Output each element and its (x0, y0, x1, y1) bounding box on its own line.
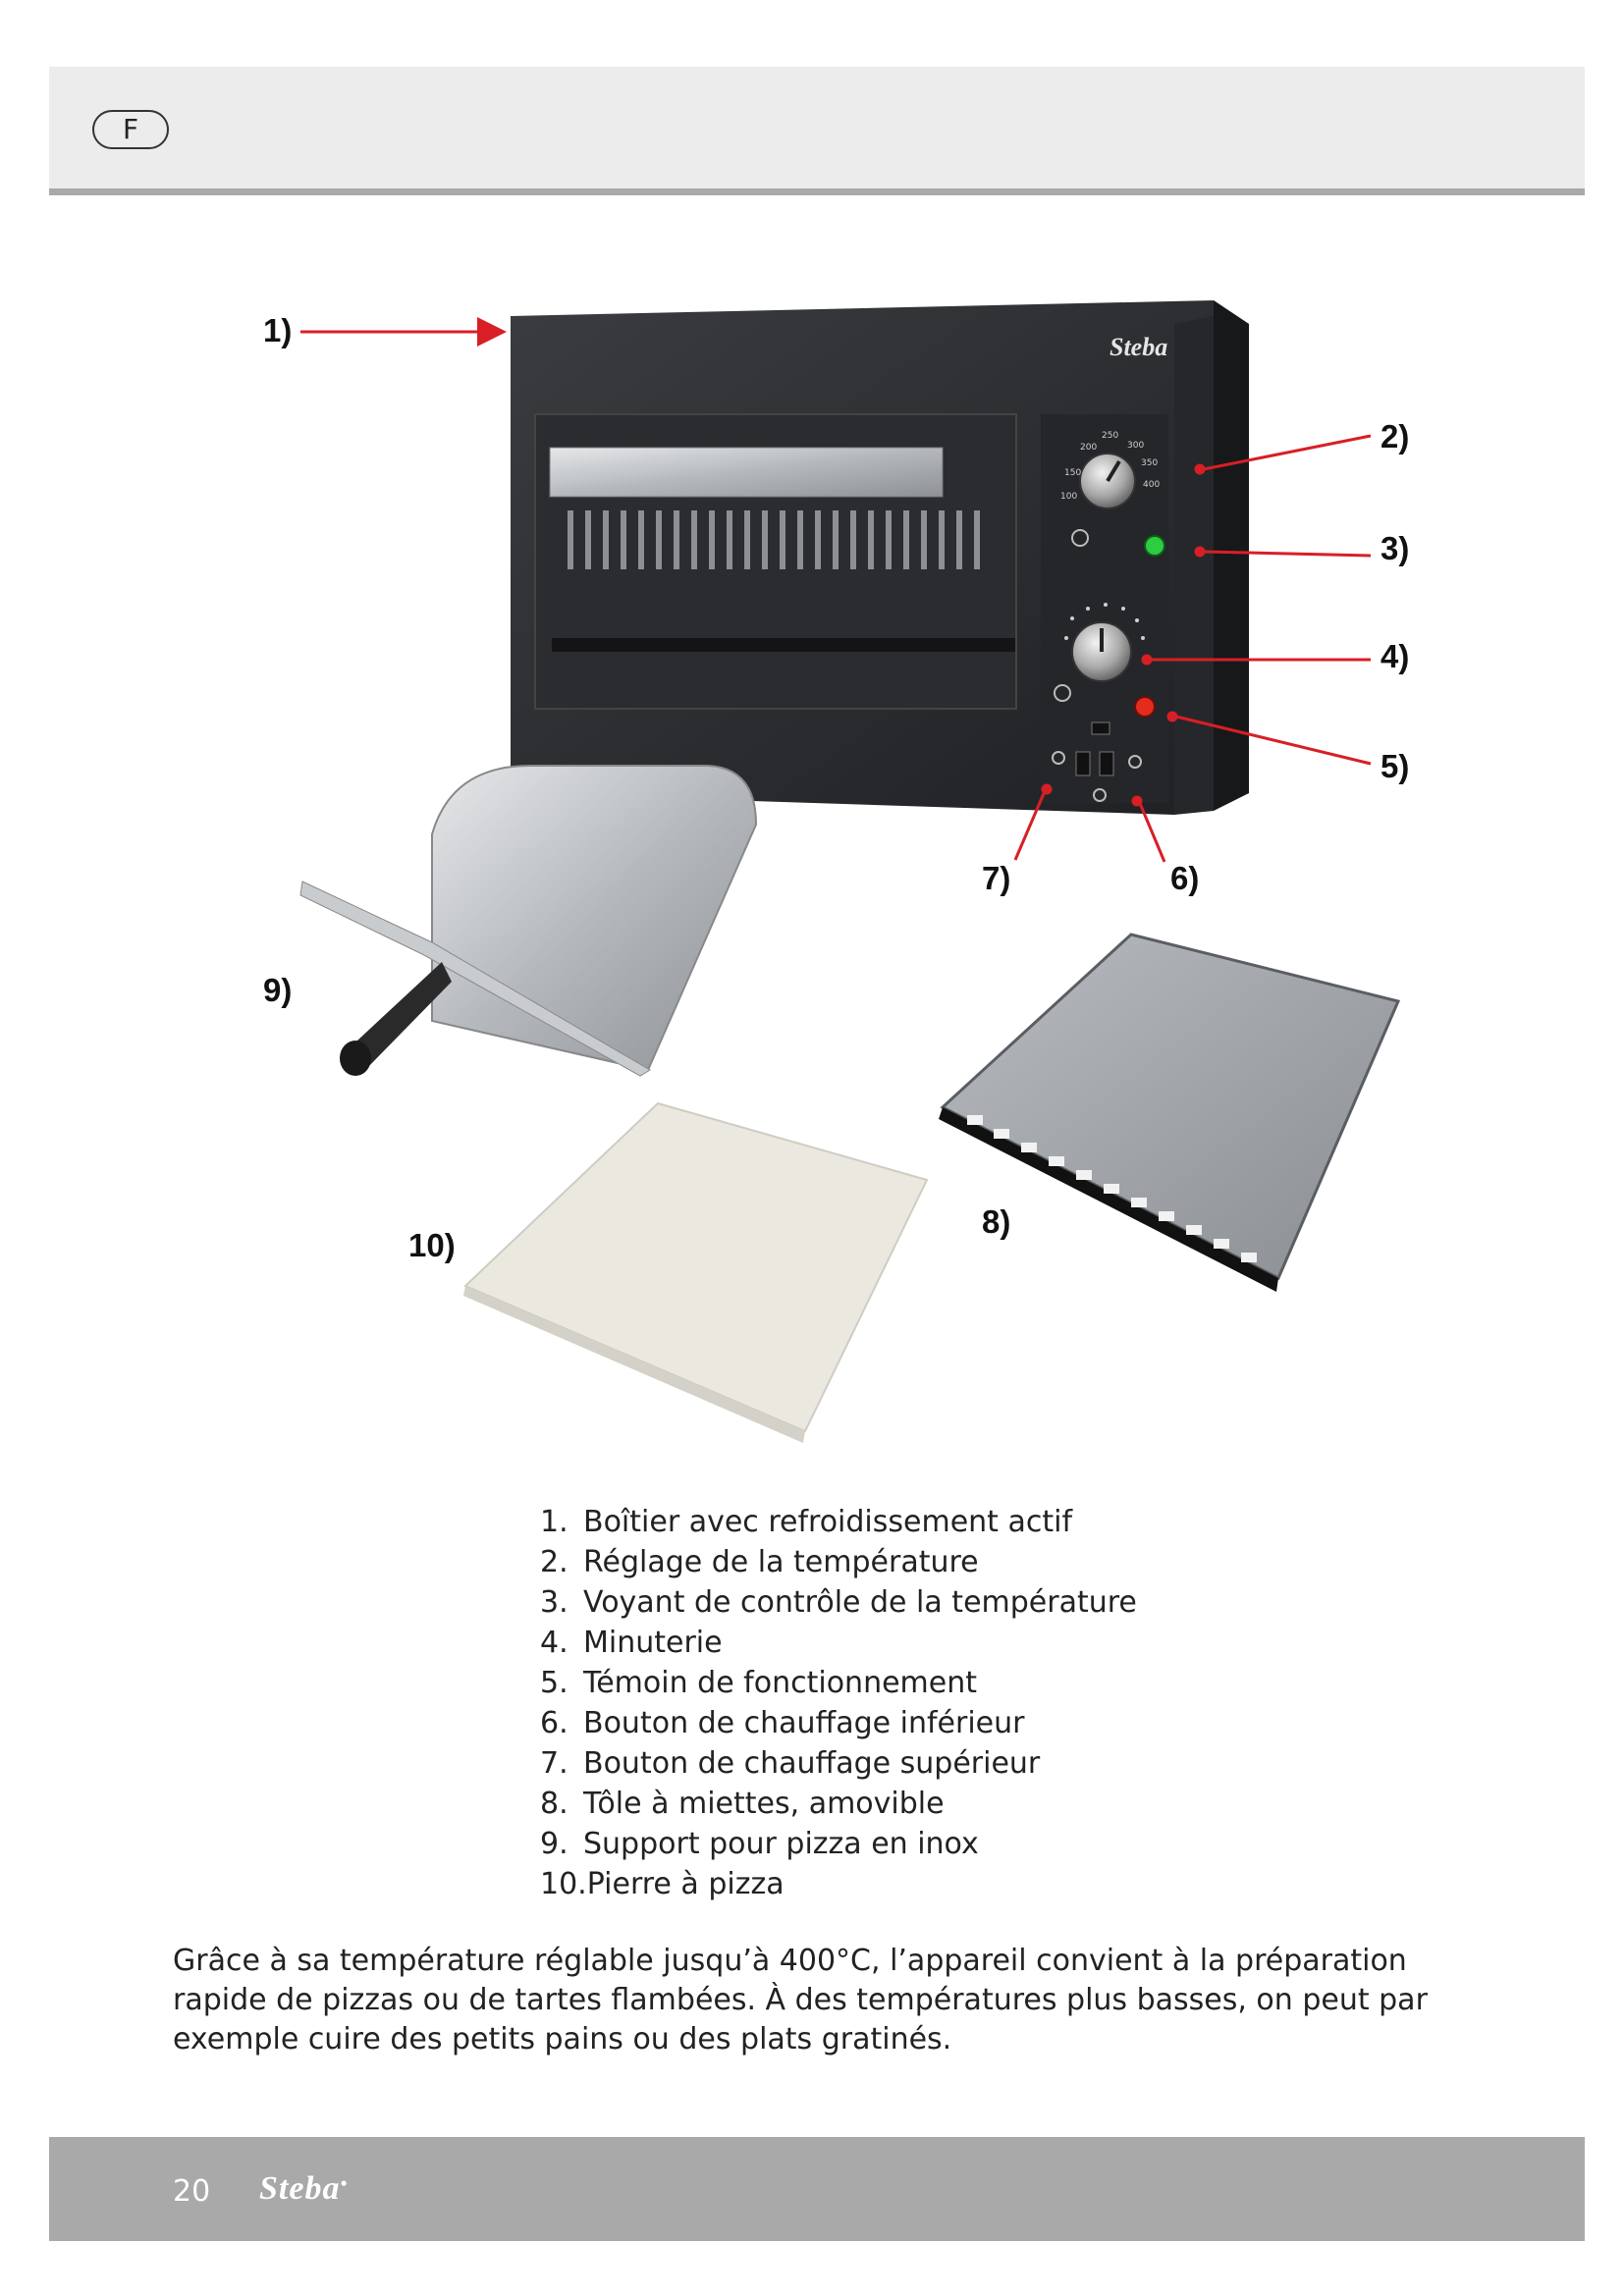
legend-number: 7. (540, 1746, 568, 1781)
description-paragraph: Grâce à sa température réglable jusqu’à … (173, 1944, 1428, 2056)
dial-label-250: 250 (1102, 431, 1118, 441)
legend-number: 8. (540, 1787, 568, 1821)
legend-item: 10.Pierre à pizza (540, 1864, 1137, 1904)
language-badge: F (92, 110, 169, 149)
dial-label-100: 100 (1060, 492, 1077, 502)
legend-item: 7. Bouton de chauffage supérieur (540, 1743, 1137, 1784)
page-number: 20 (173, 2174, 211, 2209)
legend-item: 2. Réglage de la température (540, 1542, 1137, 1582)
crumb-tray (939, 933, 1401, 1292)
thermometer-icon (1071, 529, 1089, 547)
callout-3: 3) (1380, 530, 1410, 566)
legend-text: Support pour pizza en inox (583, 1827, 979, 1861)
dial-label-150: 150 (1064, 468, 1081, 478)
legend-number: 9. (540, 1827, 568, 1861)
callout-4: 4) (1380, 638, 1410, 674)
page-footer: 20 Steba● (49, 2137, 1585, 2241)
legend-number: 3. (540, 1585, 568, 1620)
legend-number: 4. (540, 1626, 568, 1660)
product-figure: Steba 200 250 300 150 350 100 400 (263, 300, 1410, 1443)
callout-2: 2) (1380, 418, 1410, 454)
lower-heating-switch (1099, 751, 1114, 776)
legend-text: Tôle à miettes, amovible (583, 1787, 945, 1821)
callout-10: 10) (408, 1227, 456, 1263)
callout-7: 7) (982, 860, 1011, 896)
legend-item: 9. Support pour pizza en inox (540, 1824, 1137, 1864)
callout-6: 6) (1170, 860, 1200, 896)
dial-label-400: 400 (1143, 480, 1160, 490)
legend-number: 2. (540, 1545, 568, 1579)
red-indicator-light (1134, 696, 1156, 718)
legend-item: 8. Tôle à miettes, amovible (540, 1784, 1137, 1824)
dial-label-300: 300 (1127, 441, 1144, 451)
green-indicator-light (1144, 535, 1165, 557)
footer-brand-text: Steba (259, 2170, 341, 2207)
callout-9: 9) (263, 972, 293, 1008)
legend-text: Voyant de contrôle de la température (583, 1585, 1137, 1620)
legend-number: 5. (540, 1666, 568, 1700)
registered-mark-icon: ● (340, 2175, 349, 2190)
parts-legend: 1. Boîtier avec refroidissement actif 2. R… (540, 1502, 1137, 1904)
timer-icon (1054, 684, 1071, 702)
legend-text: Bouton de chauffage supérieur (583, 1746, 1041, 1781)
upper-heating-switch (1075, 751, 1091, 776)
legend-text: Réglage de la température (583, 1545, 979, 1579)
dial-label-200: 200 (1080, 443, 1097, 453)
page-header: F (49, 67, 1585, 195)
legend-number: 1. (540, 1505, 568, 1539)
legend-item: 6. Bouton de chauffage inférieur (540, 1703, 1137, 1743)
pizza-stone (463, 1101, 929, 1443)
footer-brand-logo: Steba● (259, 2170, 349, 2208)
legend-text: Bouton de chauffage inférieur (583, 1706, 1025, 1740)
legend-item: 5. Témoin de fonctionnement (540, 1663, 1137, 1703)
oven-brand-logo: Steba (1110, 333, 1167, 361)
legend-item: 4. Minuterie (540, 1623, 1137, 1663)
pizza-peel (299, 765, 758, 1077)
legend-item: 3. Voyant de contrôle de la température (540, 1582, 1137, 1623)
oven-illustration: Steba 200 250 300 150 350 100 400 (299, 300, 1401, 1443)
callout-5: 5) (1380, 748, 1410, 784)
oven-body: Steba 200 250 300 150 350 100 400 (511, 300, 1249, 815)
dial-label-350: 350 (1141, 458, 1158, 468)
legend-number: 6. (540, 1706, 568, 1740)
callout-8: 8) (982, 1203, 1011, 1240)
callout-1: 1) (263, 312, 293, 348)
legend-text: Pierre à pizza (586, 1867, 785, 1901)
legend-number: 10. (540, 1867, 587, 1901)
legend-text: Boîtier avec refroidissement actif (583, 1505, 1073, 1539)
legend-text: Minuterie (583, 1626, 723, 1660)
legend-text: Témoin de fonctionnement (583, 1666, 978, 1700)
legend-item: 1. Boîtier avec refroidissement actif (540, 1502, 1137, 1542)
